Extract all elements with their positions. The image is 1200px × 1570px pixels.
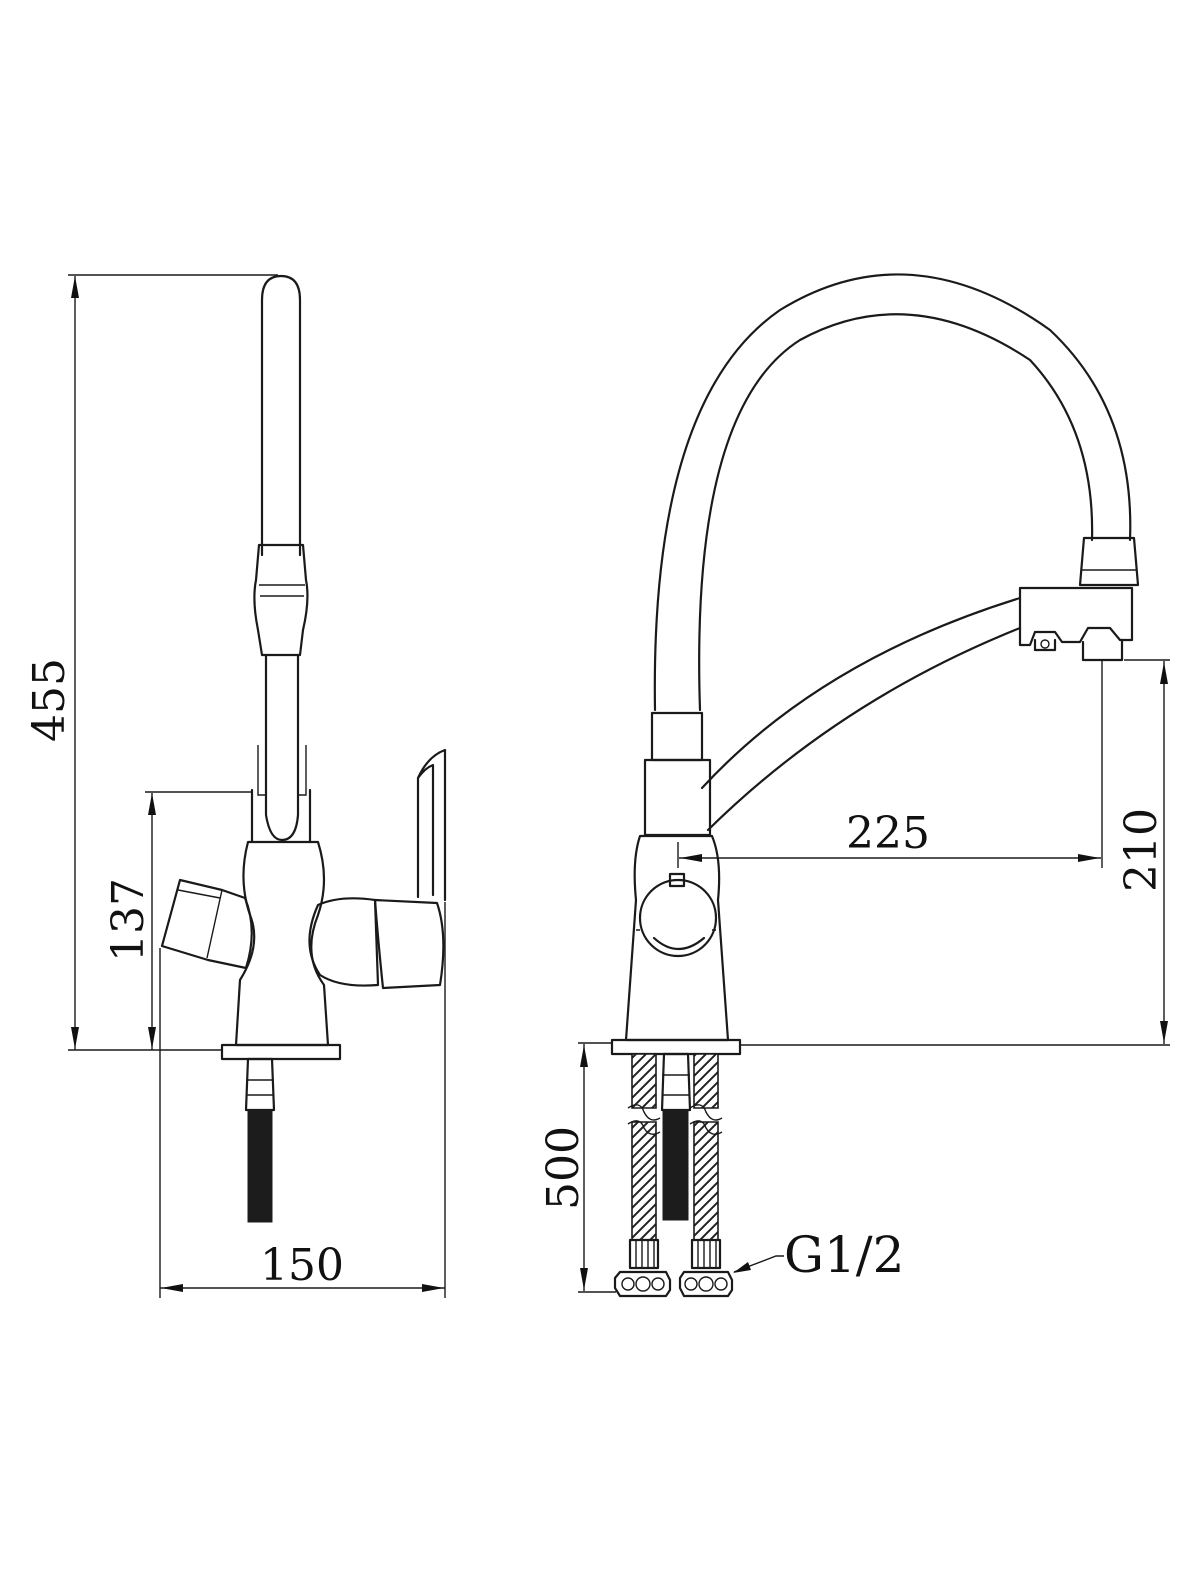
hose-length-label: 500: [538, 1126, 589, 1210]
dimension-total-height: 455: [24, 274, 278, 1051]
side-spout-upper: [260, 274, 302, 557]
front-center-shank-nut: [660, 1052, 692, 1112]
front-arched-spout-outer: [653, 273, 1132, 712]
spout-reach-label: 225: [846, 808, 930, 859]
spout-height-label: 210: [1116, 808, 1167, 892]
side-faucet-body: [234, 840, 330, 1047]
total-height-label: 455: [24, 658, 75, 742]
front-filter-hose-lower: [706, 626, 1022, 832]
side-lever-hub: [308, 897, 380, 987]
side-threaded-rod: [247, 1109, 273, 1223]
side-view: [160, 274, 447, 1223]
front-spout-head-collar: [1078, 536, 1140, 587]
dimension-spout-reach: 225: [677, 660, 1103, 868]
front-hose-left: [631, 1053, 657, 1109]
front-arched-spout-inner: [698, 313, 1094, 712]
front-hose-connector-left: [613, 1238, 672, 1298]
front-view: [610, 273, 1140, 1298]
front-faucet-body: [624, 834, 730, 1042]
side-lever-blade: [416, 748, 447, 902]
front-hose-right: [693, 1053, 719, 1109]
front-filter-knob: [638, 878, 718, 958]
front-filter-hose-upper: [700, 596, 1022, 790]
handle-height-label: 137: [103, 878, 154, 962]
dimension-spout-height: 210: [740, 659, 1170, 1046]
side-base-plate: [220, 1043, 342, 1061]
thread-callout: G1/2: [733, 1226, 904, 1284]
front-spout-collar: [650, 711, 704, 762]
thread-label: G1/2: [784, 1226, 904, 1284]
dimension-handle-height: 137: [103, 791, 252, 1050]
dimension-hose-length: 500: [538, 1042, 616, 1293]
front-hose-connector-right: [678, 1238, 734, 1298]
front-base-plate: [610, 1038, 742, 1056]
side-hex-nut: [244, 1057, 276, 1112]
front-threaded-rod: [662, 1109, 689, 1221]
side-spout-collar: [253, 543, 309, 657]
width-label: 150: [260, 1240, 344, 1291]
front-neck: [643, 758, 712, 837]
side-filter-handle: [160, 878, 253, 970]
dimension-width: 150: [159, 902, 446, 1298]
side-spout-lower: [264, 653, 300, 842]
side-lever-arm: [373, 898, 445, 990]
front-spout-head: [1018, 586, 1134, 647]
